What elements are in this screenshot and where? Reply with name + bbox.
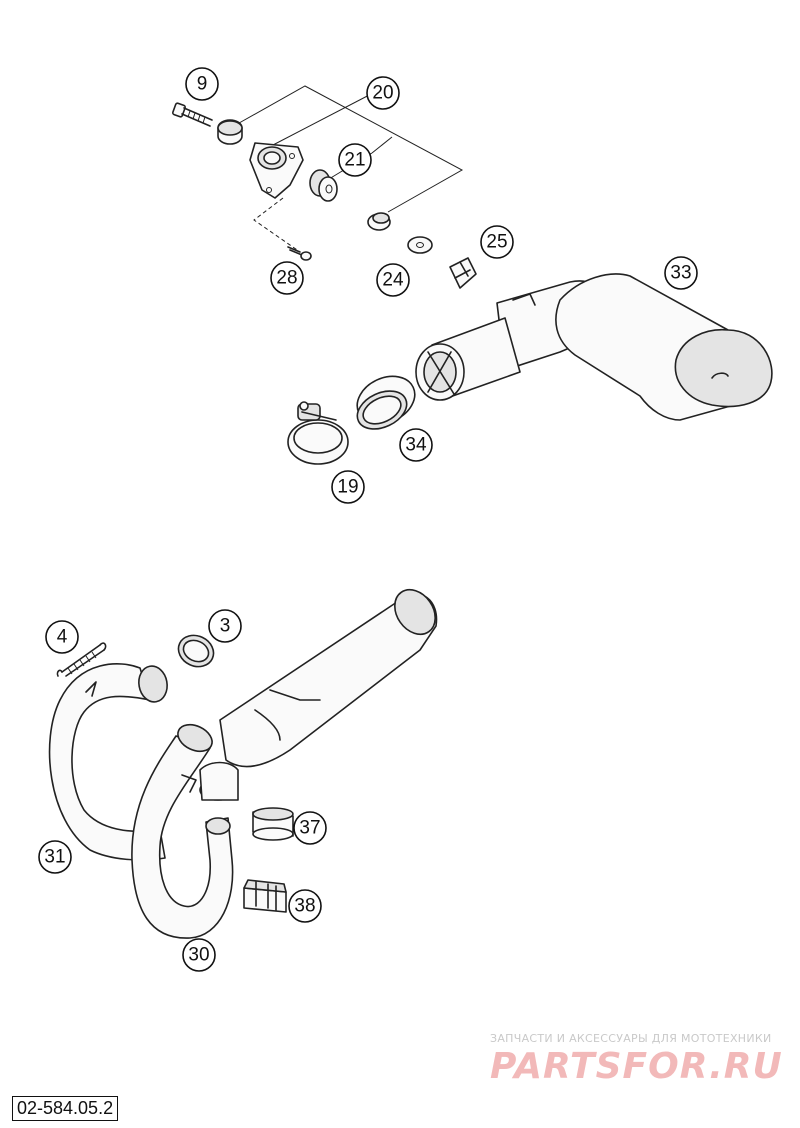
svg-text:38: 38	[294, 896, 315, 917]
svg-text:34: 34	[405, 435, 427, 456]
svg-text:24: 24	[382, 270, 404, 291]
silencer-part-33	[415, 273, 773, 421]
svg-text:37: 37	[299, 818, 320, 839]
callout-21: 21	[338, 143, 372, 177]
clip-nut-part-25	[449, 257, 477, 289]
flange-plate-part-20	[249, 142, 304, 199]
bushing	[217, 119, 243, 145]
callout-24: 24	[376, 263, 410, 297]
svg-text:9: 9	[197, 74, 208, 95]
sleeve-part-34	[356, 375, 416, 430]
bolt-part-9	[172, 102, 213, 127]
callout-31: 31	[38, 840, 72, 874]
callout-25: 25	[480, 225, 514, 259]
callout-30: 30	[182, 938, 216, 972]
callout-9: 9	[185, 67, 219, 101]
screw-part-28	[287, 246, 312, 261]
header-pipe-part-30	[131, 723, 239, 939]
svg-text:3: 3	[220, 616, 231, 637]
washer-part-24	[407, 236, 433, 254]
svg-text:21: 21	[344, 150, 365, 171]
svg-text:31: 31	[44, 847, 65, 868]
spring-part-4	[56, 642, 107, 677]
header-pipe-part-31	[48, 663, 168, 861]
svg-text:33: 33	[670, 263, 691, 284]
callout-38: 38	[288, 889, 322, 923]
grommet-small	[367, 212, 391, 231]
collector-pipe	[219, 588, 438, 768]
sleeve-part-37	[252, 807, 294, 841]
watermark-logo: PARTSFOR.RU	[490, 1046, 783, 1087]
callout-19: 19	[331, 470, 365, 504]
svg-text:19: 19	[337, 477, 358, 498]
svg-text:4: 4	[57, 627, 68, 648]
callout-4: 4	[45, 620, 79, 654]
gasket-part-3	[177, 634, 215, 668]
svg-text:20: 20	[372, 83, 393, 104]
clamp-part-38	[243, 879, 287, 913]
callout-28: 28	[270, 261, 304, 295]
svg-text:28: 28	[276, 268, 297, 289]
watermark-caption: ЗАПЧАСТИ И АКСЕССУАРЫ ДЛЯ МОТОТЕХНИКИ	[490, 1032, 772, 1045]
callout-20: 20	[366, 76, 400, 110]
clamp-part-19	[287, 401, 349, 465]
callout-33: 33	[664, 256, 698, 290]
grommet-part-21	[309, 169, 338, 202]
callout-37: 37	[293, 811, 327, 845]
drawing-number: 02-584.05.2	[12, 1096, 119, 1121]
svg-text:25: 25	[486, 232, 507, 253]
callout-3: 3	[208, 609, 242, 643]
callout-34: 34	[399, 428, 433, 462]
svg-text:30: 30	[188, 945, 209, 966]
